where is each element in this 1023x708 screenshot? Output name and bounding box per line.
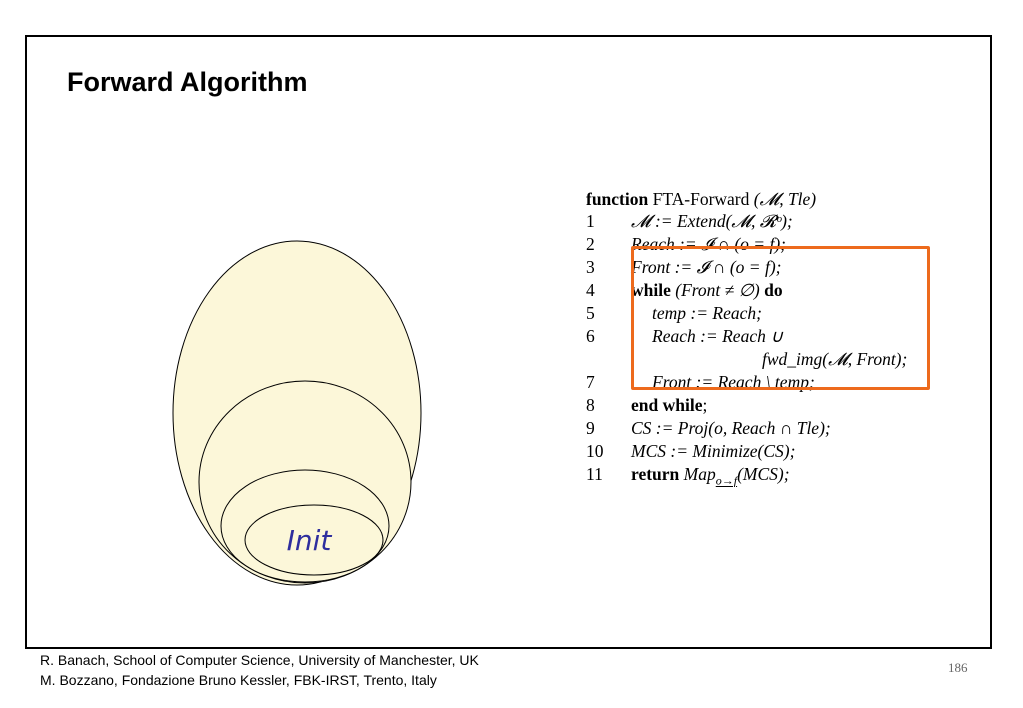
footer-line-1: R. Banach, School of Computer Science, U… — [40, 652, 479, 668]
line-number: 10 — [586, 441, 604, 461]
line-number: 5 — [586, 303, 595, 323]
line-code-tail: (MCS); — [737, 464, 790, 484]
line-number: 1 — [586, 211, 595, 231]
line-number: 2 — [586, 234, 595, 254]
footer-credits: R. Banach, School of Computer Science, U… — [40, 650, 479, 690]
do-keyword: do — [764, 280, 783, 300]
line-code: Map — [683, 464, 716, 484]
line-number: 7 — [586, 372, 595, 392]
line-number: 11 — [586, 464, 603, 484]
line-code: Front := 𝓘 ∩ (o = f); — [631, 257, 782, 277]
ellipse-init — [244, 504, 384, 576]
line-code: Reach := 𝓘 ∩ (o = f); — [631, 234, 786, 254]
while-keyword: while — [631, 280, 671, 300]
init-label: Init — [287, 524, 333, 557]
line-code: (Front ≠ ∅) — [675, 280, 760, 300]
end-while-keyword: end while — [631, 395, 703, 415]
line-code: ; — [702, 395, 708, 415]
line-code: temp := Reach; — [652, 303, 762, 323]
line-code: fwd_img(𝓜, Front); — [762, 349, 908, 369]
function-name: FTA-Forward — [652, 189, 750, 209]
line-number: 3 — [586, 257, 595, 277]
function-keyword: function — [586, 189, 649, 209]
slide-title: Forward Algorithm — [67, 67, 308, 97]
line-code: 𝓜 := Extend(𝓜, 𝓡ᵒ); — [631, 211, 793, 231]
line-number: 6 — [586, 326, 595, 346]
line-number: 8 — [586, 395, 595, 415]
footer-line-2: M. Bozzano, Fondazione Bruno Kessler, FB… — [40, 672, 437, 688]
map-subscript: o→f — [715, 473, 738, 488]
line-code: Front := Reach \ temp; — [652, 372, 815, 392]
line-number: 9 — [586, 418, 595, 438]
return-keyword: return — [631, 464, 680, 484]
line-code: CS := Proj(o, Reach ∩ Tle); — [631, 418, 831, 438]
line-code: Reach := Reach ∪ — [652, 326, 784, 346]
page-number: 186 — [948, 660, 968, 675]
line-code: MCS := Minimize(CS); — [631, 441, 796, 461]
function-params: (𝓜, Tle) — [753, 189, 817, 209]
line-number: 4 — [586, 280, 595, 300]
